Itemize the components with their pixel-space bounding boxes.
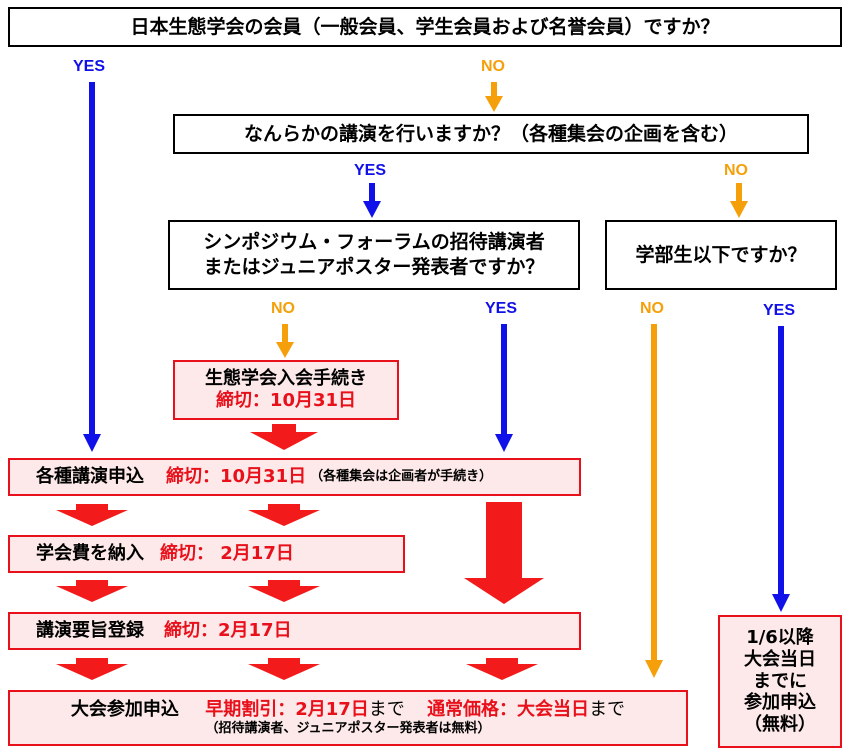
free-line3: までに bbox=[753, 670, 807, 692]
step-conference-registration: 大会参加申込 早期割引：2月17日まで 通常価格：大会当日まで （招待講演者、ジ… bbox=[8, 690, 688, 746]
no-arrow-undergrad bbox=[645, 324, 663, 678]
step-register-note: （招待講演者、ジュニアポスター発表者は無料） bbox=[205, 721, 491, 737]
question-invited-line2: またはジュニアポスター発表者ですか？ bbox=[203, 256, 545, 278]
join-title: 生態学会入会手続き bbox=[205, 367, 367, 389]
yes-arrow-undergrad bbox=[772, 326, 790, 612]
step-fee-payment: 学会費を納入 締切： 2月17日 bbox=[8, 535, 405, 573]
no-arrow-member bbox=[485, 82, 503, 112]
yes-arrow-member bbox=[83, 82, 101, 452]
step-register-line: 大会参加申込 早期割引：2月17日まで 通常価格：大会当日まで bbox=[71, 699, 625, 722]
step-register-early: 早期割引：2月17日 bbox=[205, 698, 369, 720]
step-register-made1: まで bbox=[368, 698, 405, 720]
question-undergrad: 学部生以下ですか？ bbox=[605, 220, 837, 290]
no-label-member: NO bbox=[481, 58, 505, 75]
step-abstract-deadline: 締切：2月17日 bbox=[164, 619, 292, 641]
step-register-normal: 通常価格：大会当日 bbox=[427, 698, 590, 720]
yes-arrow-invited bbox=[495, 324, 513, 452]
question-lecture: なんらかの講演を行いますか？（各種集会の企画を含む） bbox=[173, 114, 809, 154]
question-invited: シンポジウム・フォーラムの招待講演者 またはジュニアポスター発表者ですか？ bbox=[168, 220, 580, 290]
yes-label-invited: YES bbox=[485, 300, 518, 317]
free-registration-box: 1/6以降 大会当日 までに 参加申込 （無料） bbox=[718, 615, 842, 748]
step-fee-title: 学会費を納入 bbox=[36, 542, 144, 564]
no-arrow-lecture bbox=[730, 183, 748, 218]
question-undergrad-text: 学部生以下ですか？ bbox=[635, 243, 807, 266]
step-lecture-note: （各種集会は企画者が手続き） bbox=[310, 468, 493, 484]
join-deadline: 締切：10月31日 bbox=[215, 390, 357, 411]
question-lecture-text: なんらかの講演を行いますか？（各種集会の企画を含む） bbox=[243, 122, 738, 145]
yes-arrow-lecture bbox=[363, 183, 381, 218]
yes-label-undergrad: YES bbox=[763, 302, 796, 319]
step-arrows bbox=[56, 424, 544, 680]
question-invited-line1: シンポジウム・フォーラムの招待講演者 bbox=[203, 231, 545, 254]
yes-label-lecture: YES bbox=[354, 162, 387, 179]
step-fee-deadline: 締切： 2月17日 bbox=[160, 542, 294, 564]
join-procedure-box: 生態学会入会手続き 締切：10月31日 bbox=[173, 360, 399, 420]
free-line5: （無料） bbox=[744, 714, 816, 736]
step-lecture-title: 各種講演申込 bbox=[36, 465, 144, 487]
free-line1: 1/6以降 bbox=[746, 626, 814, 648]
question-member-text: 日本生態学会の会員（一般会員、学生会員および名誉会員）ですか？ bbox=[130, 15, 720, 38]
no-arrow-invited bbox=[276, 324, 294, 358]
no-label-invited: NO bbox=[271, 300, 295, 317]
step-abstract-title: 講演要旨登録 bbox=[36, 619, 144, 641]
yes-label-member: YES bbox=[73, 58, 106, 75]
no-label-undergrad: NO bbox=[640, 300, 664, 317]
free-line4: 参加申込 bbox=[744, 692, 816, 714]
step-register-title: 大会参加申込 bbox=[70, 698, 179, 720]
step-abstract-registration: 講演要旨登録 締切：2月17日 bbox=[8, 612, 581, 650]
step-register-made2: まで bbox=[589, 698, 626, 720]
step-lecture-application: 各種講演申込 締切：10月31日 （各種集会は企画者が手続き） bbox=[8, 458, 581, 496]
free-line2: 大会当日 bbox=[744, 648, 816, 670]
question-member: 日本生態学会の会員（一般会員、学生会員および名誉会員）ですか？ bbox=[8, 7, 842, 47]
no-label-lecture: NO bbox=[724, 162, 748, 179]
step-lecture-deadline: 締切：10月31日 bbox=[166, 465, 307, 487]
